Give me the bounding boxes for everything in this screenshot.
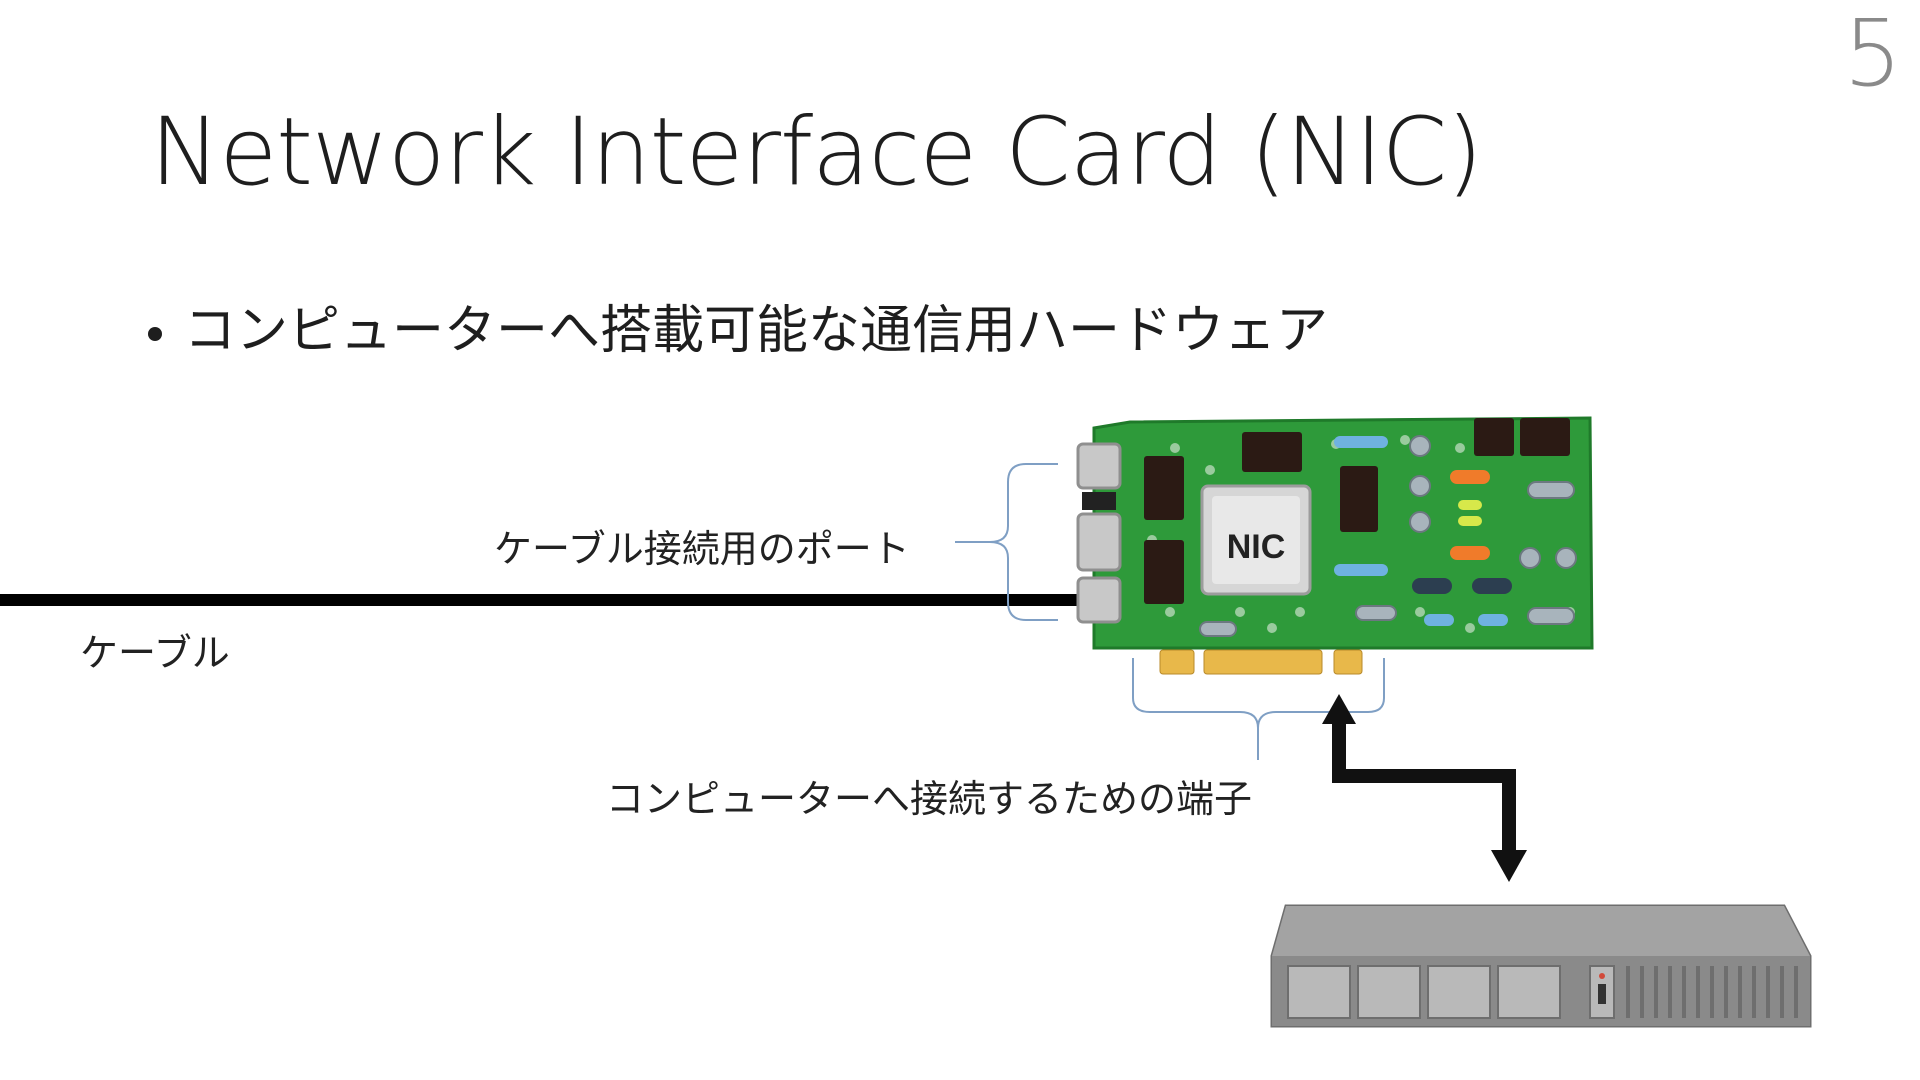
- cable-line: [0, 594, 1082, 606]
- port-bracket: [955, 463, 1058, 621]
- connection-arrow: [1322, 694, 1527, 882]
- slide-number: 5: [1843, 0, 1902, 107]
- terminal-label: コンピューターへ接続するための端子: [606, 777, 1253, 821]
- nic-card-image: NIC: [1076, 416, 1594, 675]
- bullet-item: コンピューターへ搭載可能な通信用ハードウェア: [148, 288, 1328, 363]
- ethernet-ports: [1076, 442, 1122, 624]
- terminal-bracket: [1132, 658, 1385, 760]
- port-label: ケーブル接続用のポート: [494, 527, 910, 571]
- bullet-dot-icon: [148, 327, 162, 341]
- bullet-text: コンピューターへ搭載可能な通信用ハードウェア: [184, 301, 1329, 361]
- nic-chip-label: NIC: [1227, 528, 1286, 566]
- slide-title: Network Interface Card (NIC): [150, 98, 1483, 207]
- cable-label: ケーブル: [80, 631, 230, 675]
- server-image: [1270, 904, 1812, 1028]
